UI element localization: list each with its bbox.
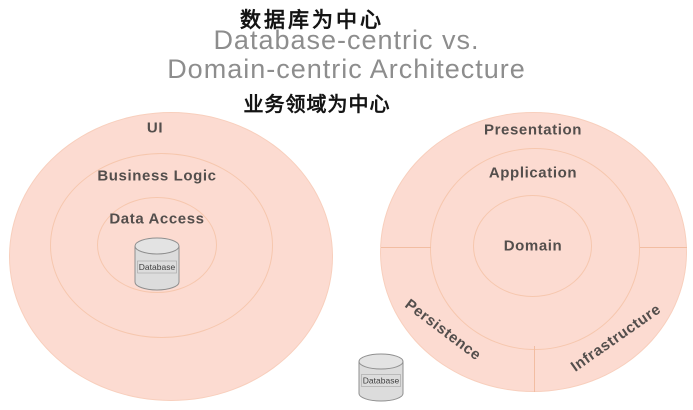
right-layer-label-domain: Domain — [503, 237, 563, 255]
right-ring-divider-left — [381, 247, 431, 248]
title-line-2: Domain-centric Architecture — [167, 54, 526, 84]
right-ring-divider-bottom — [534, 346, 535, 392]
subtitle-database-centric-cn: 数据库为中心 — [240, 9, 384, 32]
left-layer-label-data-access: Data Access — [109, 210, 205, 228]
right-layer-label-presentation: Presentation — [483, 121, 583, 139]
left-database-cylinder-icon: Database — [132, 236, 182, 292]
left-database-label: Database — [139, 262, 176, 272]
left-layer-label-ui: UI — [146, 119, 164, 137]
subtitle-domain-centric-cn: 业务领域为中心 — [243, 94, 391, 116]
right-database-cylinder-icon: Database — [356, 352, 406, 403]
right-database-label: Database — [363, 376, 400, 386]
title-line-1: Database-centric vs. — [213, 25, 480, 55]
right-inner-ring-domain — [473, 195, 592, 297]
right-layer-label-application: Application — [488, 164, 578, 182]
left-layer-label-business-logic: Business Logic — [97, 167, 217, 185]
page-title: Database-centric vs. Domain-centric Arch… — [0, 26, 693, 84]
right-ring-divider-right — [640, 247, 687, 248]
left-middle-ring-business-logic — [50, 153, 273, 338]
